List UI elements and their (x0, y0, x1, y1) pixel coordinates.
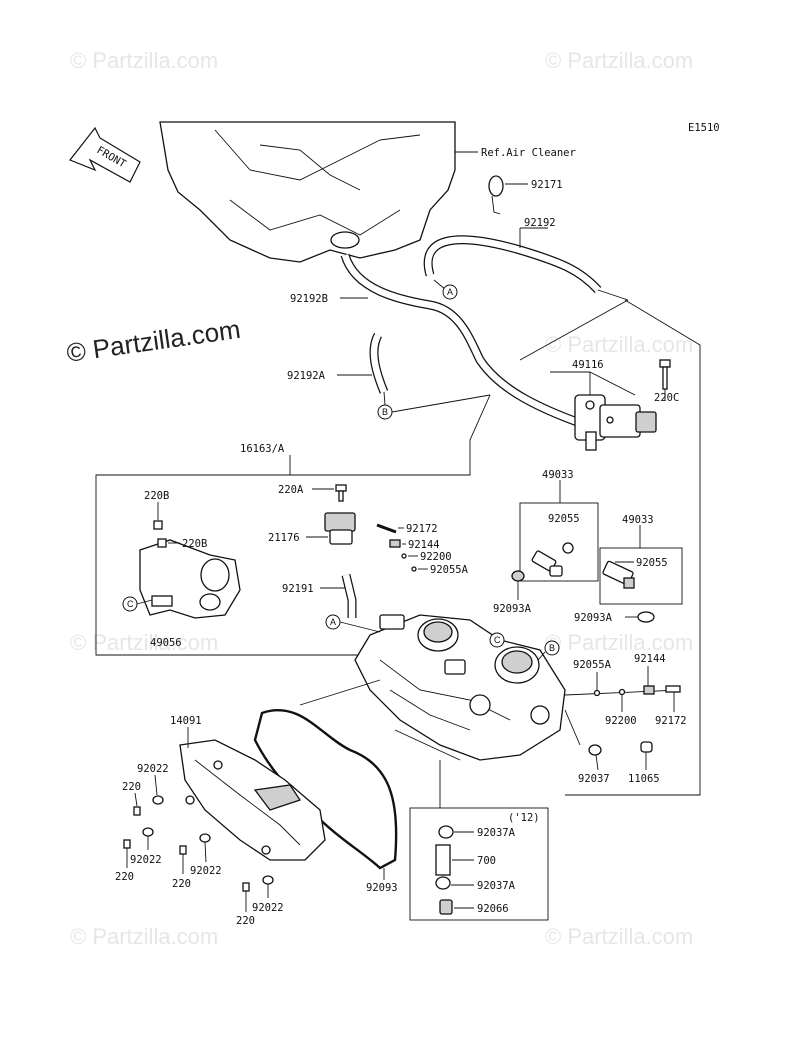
label-92191: 92191 (282, 583, 314, 595)
label-220a: 220A (278, 484, 304, 496)
label-92055a-b: 92055A (573, 659, 612, 671)
label-11065: 11065 (628, 773, 660, 785)
clip-92171 (488, 175, 504, 215)
label-220-c: 220 (172, 878, 191, 890)
label-92022-c: 92022 (190, 865, 222, 877)
callout-a-lower: A (330, 617, 336, 627)
label-92200-b: 92200 (605, 715, 637, 727)
label-92022-a: 92022 (137, 763, 169, 775)
model-year-note: ('12) (508, 812, 540, 824)
label-92171: 92171 (531, 179, 563, 191)
label-92055-a: 92055 (548, 513, 580, 525)
label-92192: 92192 (524, 217, 556, 229)
label-220-b: 220 (115, 871, 134, 883)
label-92055-b: 92055 (636, 557, 668, 569)
callout-a: A (447, 287, 453, 297)
label-16163a: 16163/A (240, 443, 285, 455)
watermark-text: © Partzilla.com (545, 924, 693, 949)
label-49033-b: 49033 (622, 514, 654, 526)
label-220c: 220C (654, 392, 679, 404)
label-92172-b: 92172 (655, 715, 687, 727)
label-220b-a: 220B (144, 490, 169, 502)
callout-c-left: C (127, 599, 134, 609)
watermark-main: © Partzilla.com (65, 314, 243, 368)
label-220b-b: 220B (182, 538, 207, 550)
label-92066: 92066 (477, 903, 509, 915)
bolt-220a (335, 484, 347, 502)
label-21176: 21176 (268, 532, 300, 544)
watermark-text: © Partzilla.com (545, 48, 693, 73)
label-14091: 14091 (170, 715, 202, 727)
bolt-220c (659, 359, 671, 390)
callout-b: B (382, 407, 388, 417)
label-49116: 49116 (572, 359, 604, 371)
label-92172-a: 92172 (406, 523, 438, 535)
model-year-box (409, 807, 549, 921)
valve-49116 (574, 394, 657, 451)
label-92022-d: 92022 (252, 902, 284, 914)
label-92192b: 92192B (290, 293, 328, 305)
diagram-code: E1510 (688, 122, 720, 134)
label-49056: 49056 (150, 637, 182, 649)
bracket-49056 (139, 539, 241, 619)
ref-air-cleaner-note: Ref.Air Cleaner (481, 147, 576, 159)
injector-49033-a (531, 550, 563, 577)
label-92055a-a: 92055A (430, 564, 469, 576)
label-92093: 92093 (366, 882, 398, 894)
label-49033-a: 49033 (542, 469, 574, 481)
cover-14091 (179, 739, 326, 861)
label-92144-b: 92144 (634, 653, 666, 665)
label-92022-b: 92022 (130, 854, 162, 866)
watermark-text: © Partzilla.com (70, 48, 218, 73)
callout-c-right: C (494, 635, 501, 645)
label-92037a-a: 92037A (477, 827, 516, 839)
label-700: 700 (477, 855, 496, 867)
label-220-d: 220 (236, 915, 255, 927)
watermark-text: © Partzilla.com (545, 332, 693, 357)
front-arrow-icon: FRONT (69, 126, 141, 183)
label-92037: 92037 (578, 773, 610, 785)
label-92192a: 92192A (287, 370, 326, 382)
sensor-21176 (324, 512, 356, 545)
watermark-text: © Partzilla.com (70, 630, 218, 655)
callout-b-right: B (549, 643, 555, 653)
air-cleaner-housing (159, 121, 456, 263)
label-92093a-a: 92093A (493, 603, 532, 615)
label-92144-a: 92144 (408, 539, 440, 551)
label-92093a-b: 92093A (574, 612, 613, 624)
throttle-body-16163 (354, 614, 566, 761)
label-92200-a: 92200 (420, 551, 452, 563)
injector-49033-b (602, 560, 635, 589)
watermark-text: © Partzilla.com (70, 924, 218, 949)
label-92037a-b: 92037A (477, 880, 516, 892)
watermarks: © Partzilla.com © Partzilla.com © Partzi… (70, 48, 693, 949)
watermark-text: © Partzilla.com (545, 630, 693, 655)
label-220-a: 220 (122, 781, 141, 793)
